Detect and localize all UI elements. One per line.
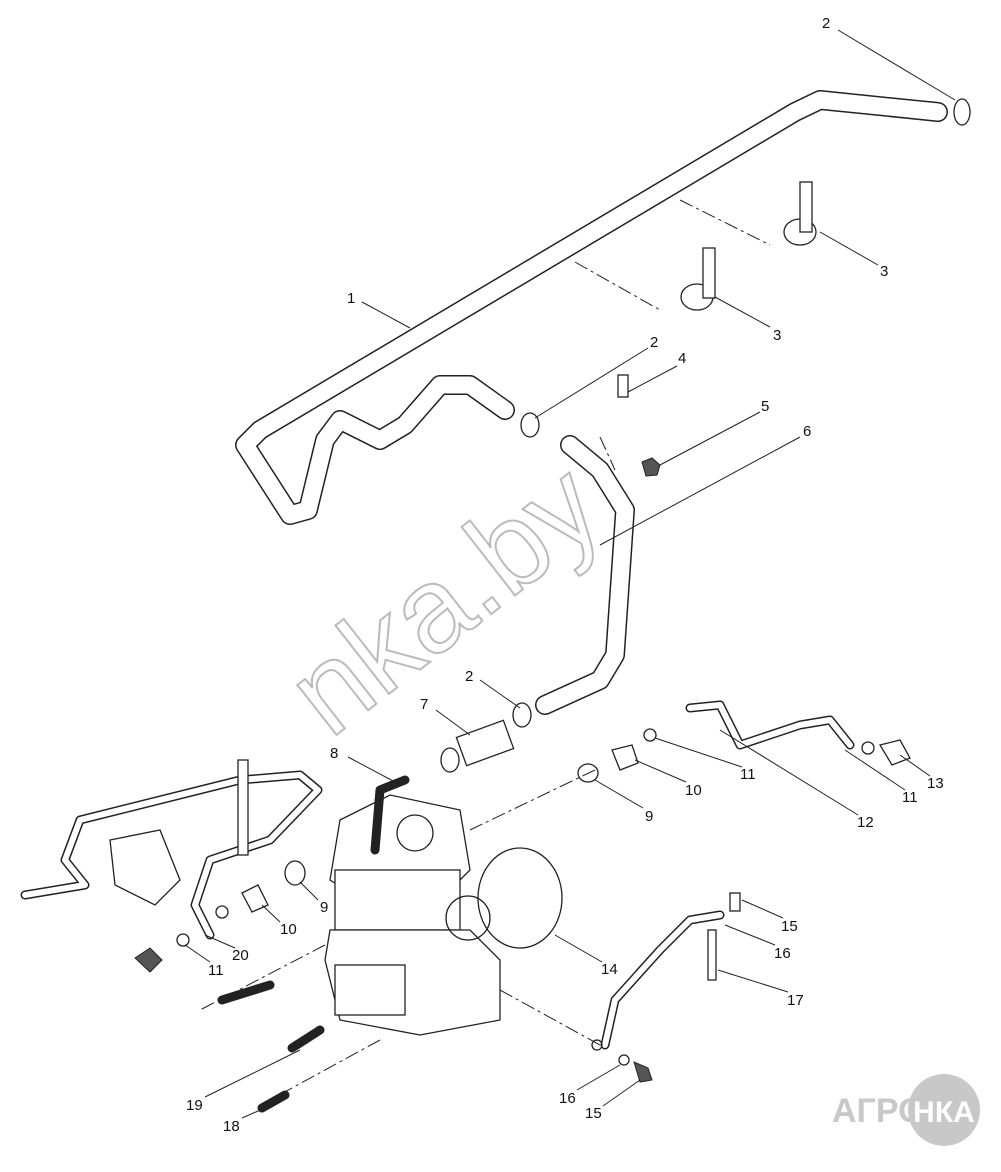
part-6-pipe <box>535 435 635 715</box>
callout-5: 5 <box>761 398 769 415</box>
callout-16: 16 <box>559 1090 576 1107</box>
left-pipe-assembly <box>20 759 323 940</box>
part-5-nut <box>641 457 661 477</box>
callout-14: 14 <box>601 961 618 978</box>
callout-1: 1 <box>347 290 355 307</box>
callout-7: 7 <box>420 696 428 713</box>
callout-9: 9 <box>645 808 653 825</box>
compressor <box>324 775 501 1036</box>
part-7-sleeve <box>455 719 515 767</box>
callout-numbers: 2 3 3 1 2 4 5 6 2 7 8 9 10 11 12 11 13 9… <box>186 15 944 1135</box>
callout-17: 17 <box>787 992 804 1009</box>
callout-2: 2 <box>822 15 830 32</box>
part-1-long-pipe <box>235 90 948 525</box>
left-small-fittings <box>134 860 306 973</box>
callout-18: 18 <box>223 1118 240 1135</box>
callout-11: 11 <box>208 962 224 979</box>
callout-11: 11 <box>902 789 918 806</box>
leader-lines <box>184 29 956 1119</box>
callout-12: 12 <box>857 814 874 831</box>
agro-nka-logo: АГРО НКА <box>832 1074 980 1146</box>
part-14-o-ring <box>477 847 563 949</box>
callout-19: 19 <box>186 1097 203 1114</box>
oil-line <box>591 892 741 1083</box>
callout-10: 10 <box>280 921 297 938</box>
callout-20: 20 <box>232 947 249 964</box>
callout-6: 6 <box>803 423 811 440</box>
part-3-brackets <box>680 181 817 311</box>
hose-clamps <box>440 98 971 773</box>
callout-11: 11 <box>740 766 756 783</box>
bolts-18-19 <box>217 980 325 1113</box>
right-fittings <box>577 700 911 783</box>
callout-15: 15 <box>585 1105 602 1122</box>
callout-8: 8 <box>330 745 338 762</box>
logo-text-right: НКА <box>913 1096 975 1129</box>
center-lines <box>199 199 771 1101</box>
callout-3: 3 <box>880 263 888 280</box>
callout-15: 15 <box>781 918 798 935</box>
callout-2: 2 <box>465 668 473 685</box>
callout-13: 13 <box>927 775 944 792</box>
callout-2: 2 <box>650 334 658 351</box>
callout-9: 9 <box>320 899 328 916</box>
part-4-bolt <box>617 374 629 398</box>
callout-16: 16 <box>774 945 791 962</box>
callout-3: 3 <box>773 327 781 344</box>
callout-4: 4 <box>678 350 686 367</box>
callout-10: 10 <box>685 782 702 799</box>
